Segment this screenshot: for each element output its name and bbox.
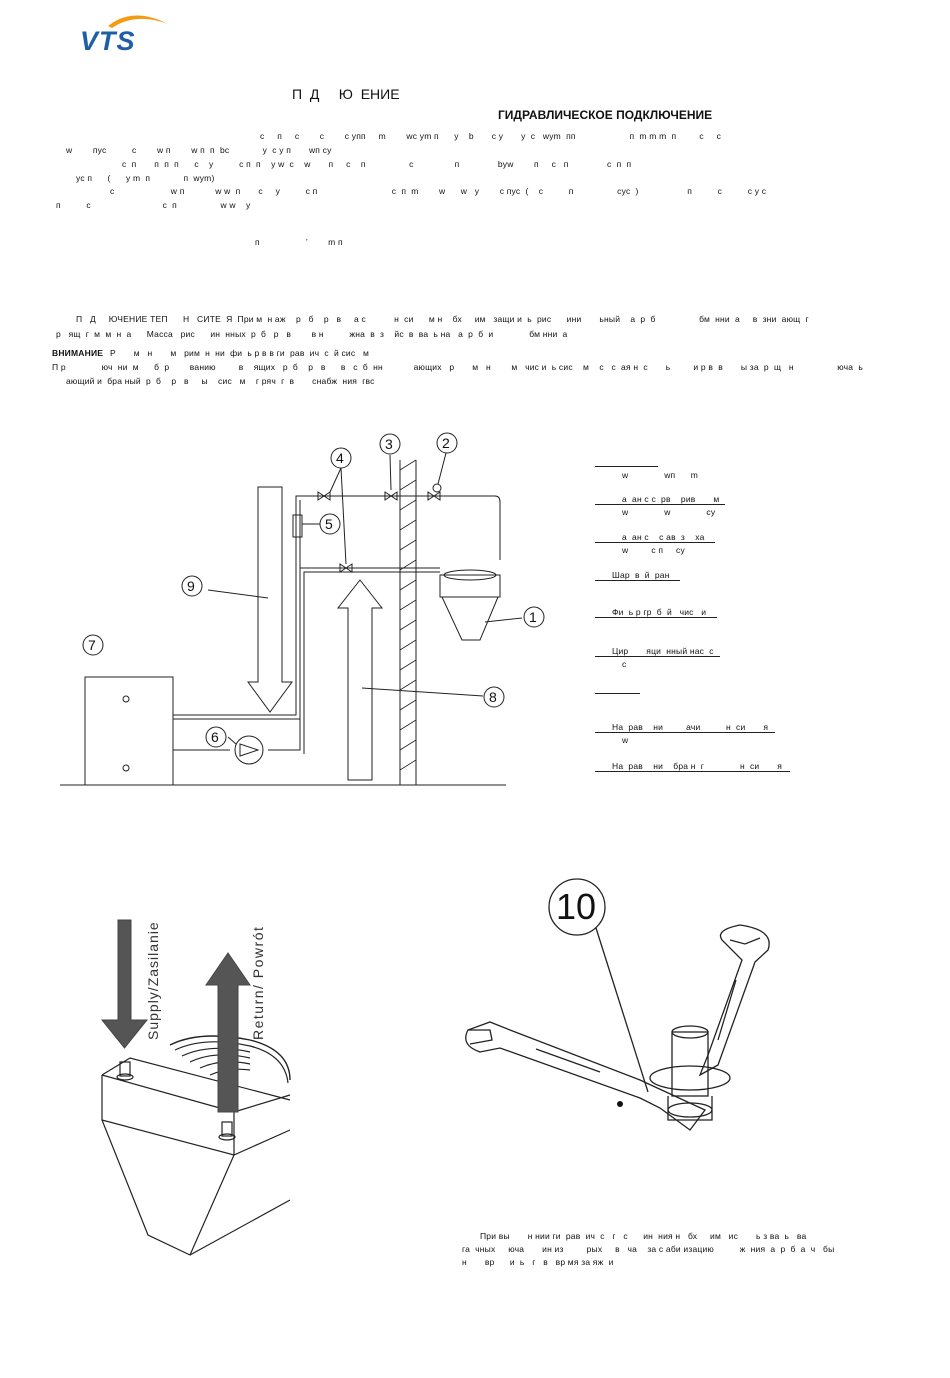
bottom-note-line-1: При вы н нии ги рав ич с г с ин ния н бх… (480, 1231, 807, 1241)
legend-underline-3 (595, 542, 715, 543)
note-line: п ’ m п (255, 237, 343, 247)
label-8: 8 (489, 689, 497, 705)
legend-item-2: а ан с с рв рив м (622, 494, 720, 504)
legend-underline-2 (595, 504, 725, 505)
label-5: 5 (325, 516, 333, 532)
legend-item-8: На рав ни ачи н си я (612, 722, 769, 732)
legend-item-1: w wп m (622, 470, 698, 480)
legend-item-6b: с (622, 659, 627, 669)
legend-item-5: Фи ь р гр б й чис и (612, 607, 707, 617)
legend-underline-9 (595, 771, 790, 772)
warning-line-1: Р м н м рим н ни фи ь р в в ги рав ич с … (110, 348, 370, 358)
legend-item-9: На рав ни бра н г н си я (612, 761, 783, 771)
legend-item-3b: w с п су (622, 545, 685, 555)
logo-swoosh-icon (108, 15, 168, 28)
legend-item-2b: w w су (622, 507, 716, 517)
legend-item-6: Цир яци нный нас с (612, 646, 714, 656)
warning-line-2: П р юч ни м б р ванию в ящих р б р в в с… (52, 362, 863, 372)
legend-underline-7 (595, 693, 640, 694)
legend-underline-1 (595, 466, 658, 467)
label-6: 6 (211, 729, 219, 745)
label-2: 2 (442, 435, 450, 451)
label-7: 7 (88, 637, 96, 653)
legend-underline-6 (595, 656, 720, 657)
label-9: 9 (187, 578, 195, 594)
label-1: 1 (529, 609, 537, 625)
legend-underline-5 (595, 617, 717, 618)
legend-item-4: Шар в й ран (612, 570, 670, 580)
warning-line-3: ающий и бра ный р б р в ы сис м г ряч г … (66, 376, 375, 386)
legend-item-3: а ан с с ав з ха (622, 532, 705, 542)
logo-text: VTS (80, 26, 136, 56)
page-title: П Д Ю ЕНИЕ (292, 86, 400, 102)
heating-line-2: р ящ г м м н а Масса рис ин нных р б р в… (56, 329, 568, 339)
bottom-note-line-3: н вр и ь г в вр мя за яж и (462, 1257, 614, 1267)
wrench-number: 10 (556, 886, 597, 927)
intro-line-4: ус п ( у m п п wуm) (76, 173, 215, 183)
legend-item-8b: w (622, 735, 629, 745)
intro-line-3: с п п п п с у с п п у w с w п с п с п bу… (122, 159, 632, 169)
legend-underline-4 (595, 580, 680, 581)
heating-line-1: П Д ЮЧЕНИЕ ТЕП Н СИТЕ Я При м н аж р б р… (76, 314, 809, 324)
label-3: 3 (385, 436, 393, 452)
vts-logo: VTS (78, 4, 173, 64)
label-4: 4 (336, 450, 344, 466)
supply-label: Supply/Zasilanie (145, 921, 161, 1040)
bottom-note-line-2: га чных юча ин из рых в ча за с аби изац… (462, 1244, 835, 1254)
intro-line-5: с w п w w п с у с п с п m w w у с пус ( … (110, 186, 767, 196)
intro-line-1: с п с с с упп m wс уm п у b с у у с wуm … (260, 131, 722, 141)
warning-label: ВНИМАНИЕ (52, 348, 104, 358)
return-label: Return/ Powrót (250, 925, 266, 1040)
intro-line-2: w пус с w п w п п bс у с у п wп су (66, 145, 332, 155)
legend-underline-8 (595, 732, 775, 733)
section-heading: ГИДРАВЛИЧЕСКОЕ ПОДКЛЮЧЕНИЕ (498, 108, 713, 122)
intro-line-6: п с с п w w у (56, 200, 251, 210)
